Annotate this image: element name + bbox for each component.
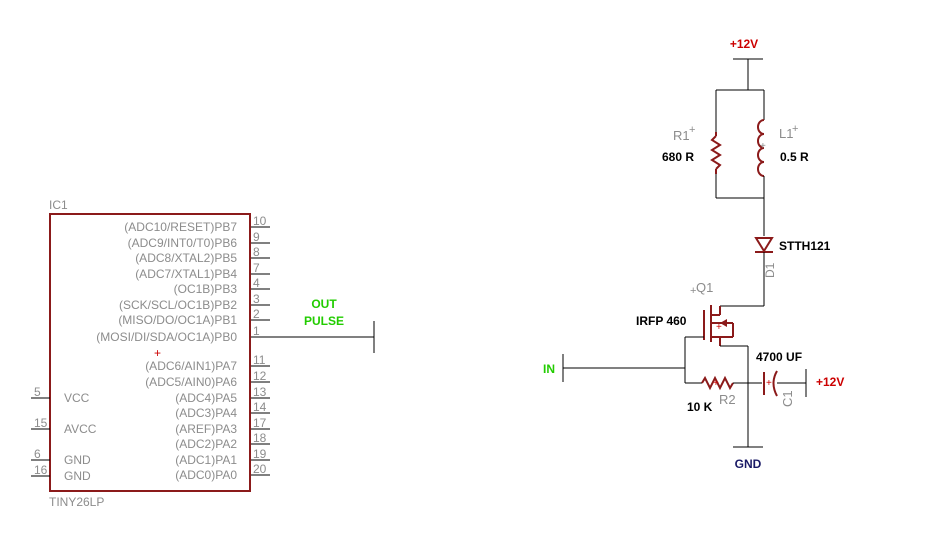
ic1-pin-number: 10 [253,214,267,228]
ic1-pin-label: (ADC3)PA4 [175,406,237,420]
ic1-pin-label: AVCC [64,422,97,436]
ic1-pin-label: (ADC9/INT0/T0)PB6 [128,236,238,250]
ic1-pin-label: (ADC4)PA5 [175,391,237,405]
l1-name: L1 [779,126,793,141]
r1-resistor [710,135,722,170]
ic1-pin-label: (ADC1)PA1 [175,453,237,467]
ic1-pin-label: (ADC7/XTAL1)PB4 [135,267,237,281]
q1-center-mark: + [716,322,722,333]
q1-origin-mark: + [690,285,696,297]
ic1-pin-number: 19 [253,447,267,461]
l1-value: 0.5 R [780,150,809,164]
ic1-pin-number: 8 [253,245,260,259]
ic1-pin-label: (MOSI/DI/SDA/OC1A)PB0 [96,330,237,344]
ic1-pin-label: (ADC0)PA0 [175,468,237,482]
ic1-pin-number: 3 [253,292,260,306]
d1-value: STTH121 [779,239,831,253]
ic1-right-pins: (ADC10/RESET)PB7 10 (ADC9/INT0/T0)PB6 9 (ADC… [96,214,270,482]
ic1-body [49,213,251,492]
ic1-name: IC1 [49,198,68,212]
c1-name: C1 [780,390,795,407]
q1-value: IRFP 460 [636,314,687,328]
c1-value: 4700 UF [756,350,802,364]
ic1-pin-number: 13 [253,385,267,399]
r2-center-mark: + [713,378,719,389]
d1-diode [754,237,774,253]
ic1-pin-label: (ADC10/RESET)PB7 [124,220,237,234]
ic1-pin-label: (SCK/SCL/OC1B)PB2 [119,298,237,312]
ic1-pin-number: 2 [253,307,260,321]
ic1-pin-number: 17 [253,416,267,430]
ic1-pin-label: (MISO/DO/OC1A)PB1 [118,313,237,327]
in-label: IN [543,362,555,376]
ic1-pin-number: 4 [253,276,260,290]
c1-center-mark: + [766,378,772,389]
ic1-pin-number: 16 [34,463,48,477]
ic1-pin-number: 6 [34,447,41,461]
ic1-part: TINY26LP [49,495,104,509]
l1-center-mark: + [760,141,766,152]
ic1-pin-label: VCC [64,391,90,405]
ic1-pin-number: 12 [253,369,267,383]
ic1-pin-number: 14 [253,400,267,414]
q1-name: Q1 [696,280,713,295]
ic1-pin-number: 5 [34,385,41,399]
c1-plate-right [772,370,778,397]
ic1-pin-label: (OC1B)PB3 [174,282,238,296]
ic1-pin-label: GND [64,453,91,467]
ic1-pin-label: (ADC5/AIN0)PA6 [145,375,237,389]
ic1-pin-label: (ADC6/AIN1)PA7 [145,359,237,373]
r2-value: 10 K [687,400,713,414]
ic1-pin-label: (ADC8/XTAL2)PB5 [135,251,237,265]
ic1-pin-label: (AREF)PA3 [175,422,237,436]
out-pulse-label-line2: PULSE [304,314,344,328]
d1-name: D1 [763,262,777,278]
r1-value: 680 R [662,150,694,164]
supply-right-label: +12V [816,375,844,389]
ic1-origin-mark: + [154,346,161,360]
q1-arrow-icon [720,319,727,327]
l1-inductor [757,119,765,177]
r2-name: R2 [719,392,736,407]
ic1-chip: IC1 TINY26LP + (ADC10/RESET)PB7 10 (ADC9/I… [31,198,270,509]
ic1-pin-number: 15 [34,416,48,430]
r1-name: R1 [673,128,690,143]
out-pulse-label-line1: OUT [311,297,337,311]
q1-mosfet [703,305,734,346]
ic1-pin-number: 9 [253,230,260,244]
ic1-pin-number: 7 [253,261,260,275]
ic1-pin-number: 18 [253,431,267,445]
ic1-pin-label: GND [64,469,91,483]
r2-resistor [701,375,734,391]
l1-origin-mark: + [792,123,798,135]
ic1-pin-number: 1 [253,324,260,338]
gnd-label: GND [735,457,762,471]
ic1-pin-number: 11 [253,353,266,367]
ic1-pin-label: (ADC2)PA2 [175,437,237,451]
r1-origin-mark: + [689,124,695,136]
supply-top-label: +12V [730,37,758,51]
ic1-pin-number: 20 [253,462,267,476]
